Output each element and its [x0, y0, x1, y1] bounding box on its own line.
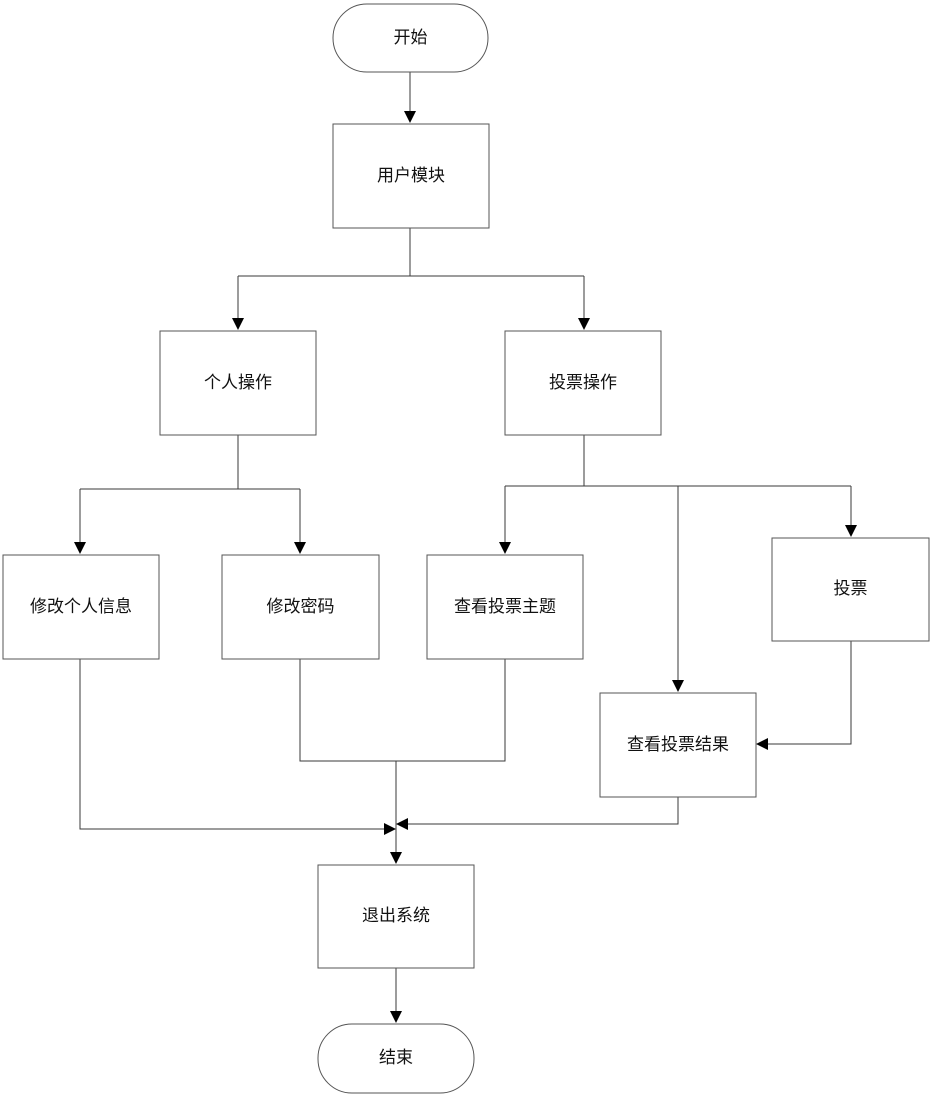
change-password-box: 修改密码 — [221, 554, 380, 660]
end-node: 结束 — [317, 1023, 475, 1094]
edit-profile-box: 修改个人信息 — [2, 554, 160, 660]
start-node: 开始 — [332, 3, 489, 73]
exit-system-box: 退出系统 — [317, 864, 475, 969]
arrowhead — [396, 818, 408, 830]
start-node-label: 开始 — [394, 28, 428, 48]
arrowhead — [390, 852, 402, 864]
personal-ops-label: 个人操作 — [204, 373, 272, 393]
arrowhead — [756, 738, 768, 750]
user-module-label: 用户模块 — [377, 166, 445, 186]
view-vote-results-box: 查看投票结果 — [599, 692, 757, 798]
view-vote-topics-label: 查看投票主题 — [454, 597, 556, 617]
edges — [74, 72, 857, 1023]
arrowhead — [384, 823, 396, 835]
arrowhead — [294, 542, 306, 554]
arrowhead — [672, 680, 684, 692]
view-vote-results-label: 查看投票结果 — [627, 735, 729, 755]
arrowhead — [404, 111, 416, 123]
user-module-box: 用户模块 — [332, 123, 490, 229]
end-node-label: 结束 — [379, 1048, 413, 1068]
edge-view-results-to-merge — [408, 797, 679, 825]
vote-ops-box: 投票操作 — [504, 330, 662, 436]
edge-vote-ops-split — [504, 435, 852, 680]
edit-profile-label: 修改个人信息 — [30, 597, 132, 617]
personal-ops-box: 个人操作 — [159, 330, 317, 436]
vote-box: 投票 — [771, 537, 930, 642]
view-vote-topics-box: 查看投票主题 — [426, 554, 584, 660]
edge-vote-to-view-results — [768, 641, 852, 745]
arrowhead — [74, 542, 86, 554]
edge-password-topics-merge — [299, 659, 506, 852]
arrowhead — [390, 1011, 402, 1023]
vote-ops-label: 投票操作 — [549, 373, 617, 393]
arrowhead — [578, 318, 590, 330]
vote-label: 投票 — [834, 579, 868, 599]
arrowhead — [232, 318, 244, 330]
exit-system-label: 退出系统 — [362, 906, 430, 926]
arrowhead — [499, 542, 511, 554]
edge-user-module-split — [237, 228, 585, 318]
edge-personal-ops-split — [79, 435, 301, 542]
edge-edit-profile-to-merge — [79, 659, 384, 830]
change-password-label: 修改密码 — [267, 597, 335, 617]
arrowhead — [845, 525, 857, 537]
